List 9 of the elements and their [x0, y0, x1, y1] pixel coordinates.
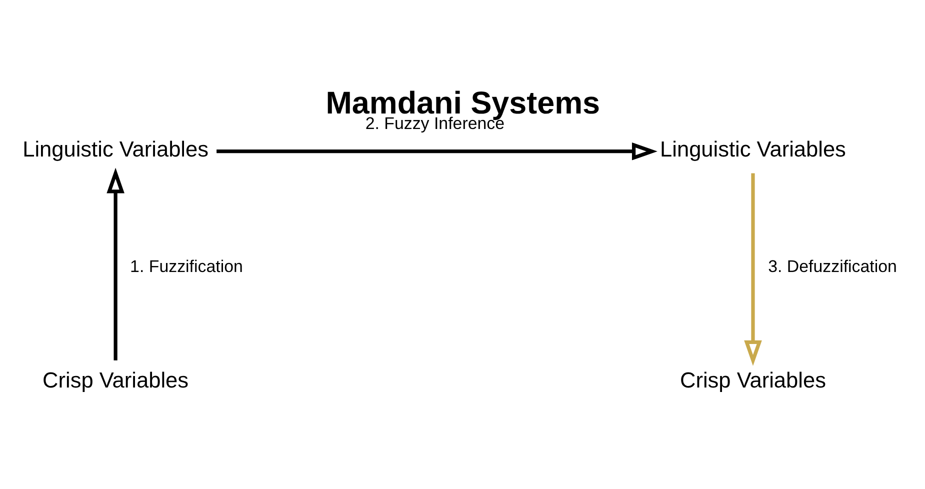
arrow — [106, 168, 124, 360]
node-text: Crisp Variables — [42, 368, 188, 393]
arrow — [216, 142, 657, 160]
node-text: Linguistic Variables — [22, 136, 208, 162]
node-text: Linguistic Variables — [660, 136, 846, 162]
node-text: Crisp Variables — [680, 368, 826, 393]
arrow — [744, 173, 762, 366]
edge-label: 3. Defuzzification — [768, 256, 896, 276]
edge-label: 1. Fuzzification — [130, 256, 242, 276]
